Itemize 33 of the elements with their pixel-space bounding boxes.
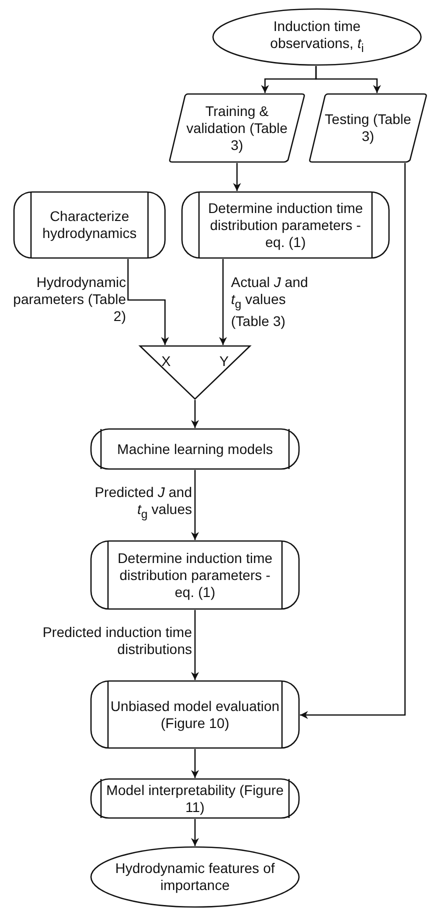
- node-label: Determine induction time distribution parameters - eq. (1): [116, 548, 274, 602]
- arrow: [191, 470, 199, 540]
- input-label: X: [160, 352, 172, 370]
- arrow: [191, 819, 199, 846]
- data-parallelogram: [168, 93, 306, 163]
- data-parallelogram: [308, 93, 428, 163]
- arrow: [233, 163, 241, 191]
- arrow: [191, 749, 199, 778]
- terminal-ellipse: [90, 846, 300, 908]
- node-label: Hydrodynamic features of importance: [114, 859, 276, 895]
- arrow: [191, 400, 199, 428]
- terminal-ellipse: [212, 8, 422, 66]
- node-label: Model interpretability (Figure 11): [105, 780, 285, 817]
- node-label: Testing (Table 3): [324, 110, 412, 146]
- node-label: Training & validation (Table 3): [185, 102, 289, 155]
- node-label: Machine learning models: [116, 440, 274, 459]
- node-label: Induction time observations, t$_{i}$: [269, 16, 365, 56]
- process-box: [90, 680, 300, 749]
- node-label: Unbiased model evaluation (Figure 10): [110, 696, 280, 733]
- arrow: [127, 259, 169, 345]
- arrow: [315, 66, 381, 93]
- node-label: Determine induction time distribution parameters - eq. (1): [207, 198, 364, 252]
- process-box: [90, 428, 300, 470]
- process-box: [181, 191, 390, 259]
- input-label: Y: [218, 352, 230, 370]
- arrow: [300, 163, 406, 719]
- arrow: [219, 259, 227, 345]
- process-box: [90, 540, 300, 610]
- node-label: Characterize hydrodynamics: [41, 207, 138, 243]
- merge-triangle: [139, 345, 251, 400]
- arrow: [191, 610, 199, 680]
- process-box: [13, 191, 166, 259]
- process-box: [90, 778, 300, 819]
